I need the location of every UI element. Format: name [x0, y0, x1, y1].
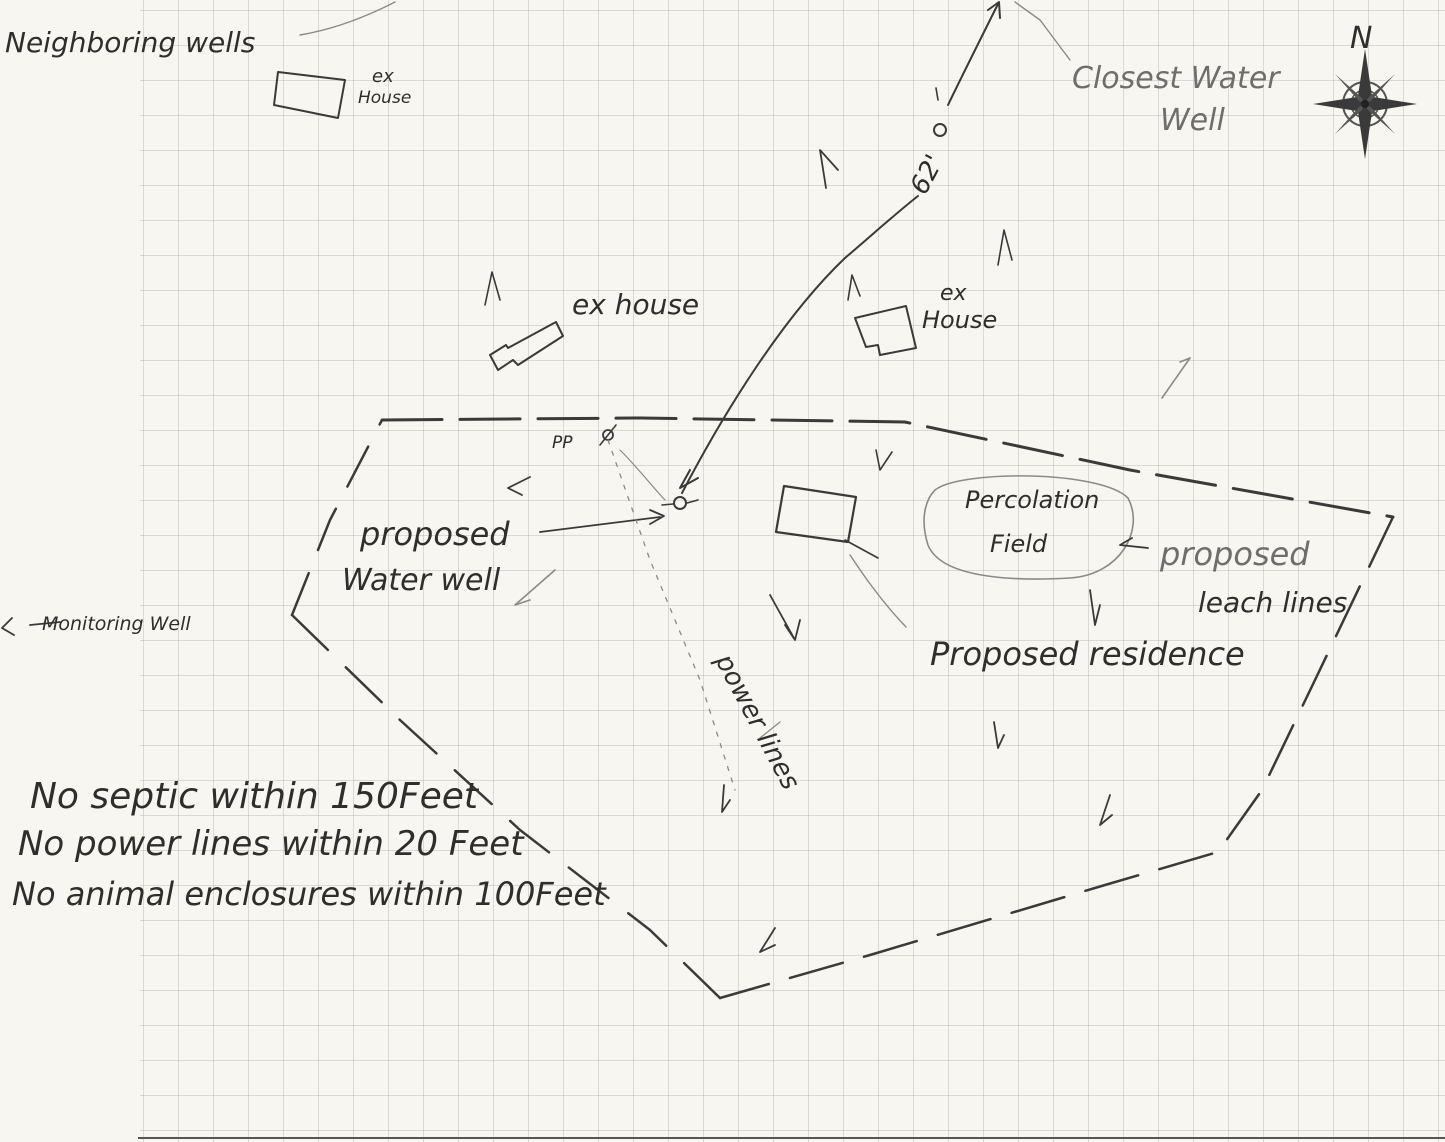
property-boundary	[290, 416, 1395, 1000]
power-lines-label: power lines	[708, 648, 805, 795]
note-animal-enclosures: No animal enclosures within 100Feet	[12, 875, 607, 913]
ex-house-2-label: ex house	[572, 288, 699, 321]
neighboring-wells-label: Neighboring wells	[5, 26, 255, 59]
ex-house-1	[273, 71, 346, 119]
proposed-water-well-symbol	[661, 496, 699, 510]
proposed-residence-footprint	[774, 449, 893, 559]
percolation-field-label-line2: Field	[990, 530, 1048, 558]
ex-house-1-label-line1: ex	[372, 66, 394, 87]
well-distance-line	[679, 1, 1001, 494]
power-pole-label: PP	[552, 433, 573, 453]
arrows	[1, 1, 1191, 953]
ex-house-3-label-line2: House	[922, 306, 997, 334]
note-power-lines: No power lines within 20 Feet	[18, 824, 525, 864]
note-septic: No septic within 150Feet	[30, 776, 480, 817]
paper-margin	[0, 0, 140, 1142]
percolation-field-outline	[923, 475, 1134, 580]
compass-rose-icon	[1313, 49, 1417, 159]
closest-water-well-label-line1: Closest Water	[1072, 61, 1281, 96]
percolation-field-label-line1: Percolation	[965, 486, 1099, 514]
monitoring-well-label: Monitoring Well	[42, 613, 191, 635]
proposed-water-well-label-line2: Water well	[342, 563, 501, 598]
distance-label: 62'	[905, 150, 950, 200]
proposed-residence-label: Proposed residence	[930, 635, 1245, 673]
power-pole-symbol	[599, 424, 617, 446]
proposed-leach-lines-label-line2: leach lines	[1198, 586, 1347, 619]
ex-house-1-label-line2: House	[358, 88, 411, 108]
power-line-route	[607, 439, 781, 791]
proposed-water-well-label-line1: proposed	[359, 515, 510, 553]
ex-house-3	[847, 229, 1013, 356]
ex-house-3-label-line1: ex	[940, 281, 968, 306]
ex-house-2	[484, 271, 564, 371]
north-label: N	[1350, 21, 1372, 56]
proposed-leach-lines-label-line1: proposed	[1159, 535, 1310, 573]
closest-water-well-label-line2: Well	[1160, 103, 1225, 138]
